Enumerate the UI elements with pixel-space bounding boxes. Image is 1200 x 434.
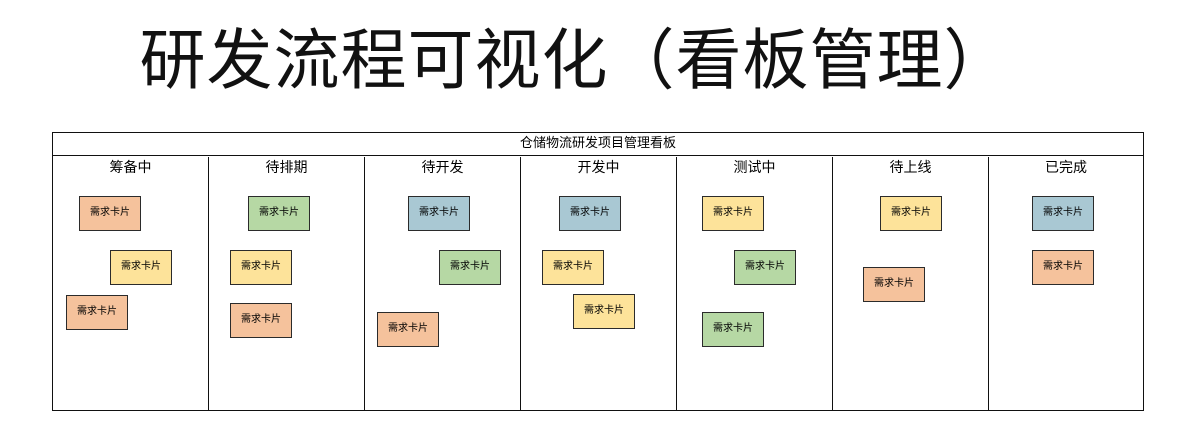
requirement-card[interactable]: 需求卡片	[248, 195, 310, 231]
column-header: 已完成	[1045, 159, 1087, 176]
requirement-card[interactable]: 需求卡片	[734, 249, 796, 285]
requirement-card[interactable]: 需求卡片	[230, 249, 292, 285]
column-to-develop: 待开发 需求卡片 需求卡片 需求卡片	[364, 156, 520, 410]
column-header: 待上线	[889, 159, 932, 176]
requirement-card[interactable]: 需求卡片	[110, 249, 172, 285]
column-completed: 已完成 需求卡片 需求卡片	[988, 156, 1143, 410]
column-header: 待排期	[265, 159, 308, 176]
requirement-card[interactable]: 需求卡片	[559, 195, 621, 231]
requirement-card[interactable]: 需求卡片	[880, 195, 942, 231]
column-header: 筹备中	[109, 159, 152, 176]
requirement-card[interactable]: 需求卡片	[702, 195, 764, 231]
requirement-card[interactable]: 需求卡片	[66, 294, 128, 330]
column-in-development: 开发中 需求卡片 需求卡片 需求卡片	[520, 156, 676, 410]
requirement-card[interactable]: 需求卡片	[439, 249, 501, 285]
column-to-schedule: 待排期 需求卡片 需求卡片 需求卡片	[208, 156, 364, 410]
board-title: 仓储物流研发项目管理看板	[53, 133, 1143, 156]
column-header: 待开发	[421, 159, 464, 176]
requirement-card[interactable]: 需求卡片	[79, 195, 141, 231]
requirement-card[interactable]: 需求卡片	[573, 293, 635, 329]
kanban-board: 仓储物流研发项目管理看板 筹备中 需求卡片 需求卡片 需求卡片 待排期 需求卡片…	[52, 132, 1144, 411]
requirement-card[interactable]: 需求卡片	[230, 302, 292, 338]
column-to-release: 待上线 需求卡片 需求卡片	[832, 156, 988, 410]
column-preparing: 筹备中 需求卡片 需求卡片 需求卡片	[53, 157, 208, 411]
requirement-card[interactable]: 需求卡片	[408, 195, 470, 231]
requirement-card[interactable]: 需求卡片	[1032, 195, 1094, 231]
column-header: 测试中	[733, 159, 776, 176]
page-title: 研发流程可视化（看板管理）	[139, 22, 1011, 99]
requirement-card[interactable]: 需求卡片	[1032, 249, 1094, 285]
column-header: 开发中	[577, 159, 620, 176]
requirement-card[interactable]: 需求卡片	[542, 249, 604, 285]
requirement-card[interactable]: 需求卡片	[863, 266, 925, 302]
requirement-card[interactable]: 需求卡片	[702, 311, 764, 347]
requirement-card[interactable]: 需求卡片	[377, 311, 439, 347]
column-testing: 测试中 需求卡片 需求卡片 需求卡片	[676, 156, 832, 410]
